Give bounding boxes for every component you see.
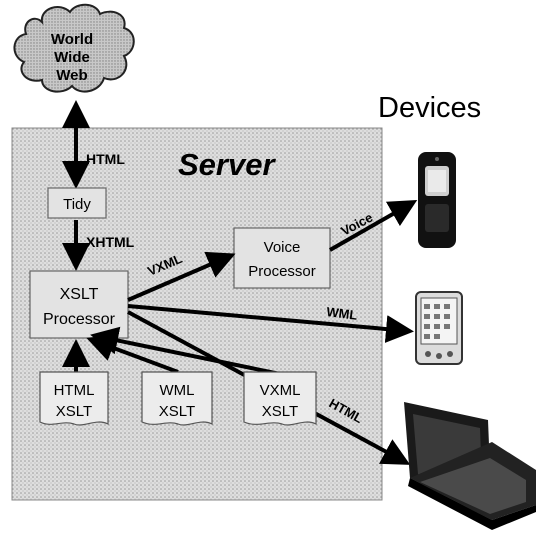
cloud-line-2: Wide	[54, 49, 90, 66]
wml-edge-label: WML	[326, 304, 359, 323]
xslt-pda-arrow	[127, 304, 414, 343]
wml-xslt-line-1: WML	[160, 382, 195, 399]
cloud-line-1: World	[51, 31, 93, 48]
xslt-voice-arrow	[127, 251, 236, 302]
html-xslt-line-1: HTML	[54, 382, 95, 399]
vxml-xslt-line-1: VXML	[260, 382, 301, 399]
html-xslt-doc: HTML XSLT	[39, 371, 109, 426]
vxml-xslt-arrow	[90, 326, 281, 376]
pda-icon	[415, 291, 463, 365]
server-label: Server	[178, 147, 276, 182]
mobile-phone-icon	[418, 152, 456, 248]
html-xslt-line-2: XSLT	[56, 403, 92, 420]
vxml-xslt-line-2: XSLT	[262, 403, 298, 420]
world-wide-web-cloud: World Wide Web	[13, 3, 135, 93]
tidy-label: Tidy	[63, 196, 91, 213]
tidy-xhtml-label: XHTML	[86, 234, 135, 250]
xslt-label-line-2: Processor	[43, 311, 116, 328]
laptop-icon	[404, 402, 536, 530]
xslt-label-line-1: XSLT	[60, 286, 99, 303]
voice-phone-arrow	[329, 200, 418, 252]
cloud-line-3: Web	[56, 67, 87, 84]
tidy-box	[47, 187, 107, 219]
vxml-xslt-doc: VXML XSLT	[243, 371, 317, 426]
www-html-label: HTML	[86, 151, 125, 167]
voice-label-line-2: Processor	[248, 263, 316, 280]
devices-label: Devices	[378, 92, 481, 124]
wml-xslt-line-2: XSLT	[159, 403, 195, 420]
voice-label-line-1: Voice	[264, 239, 301, 256]
wml-xslt-doc: WML XSLT	[141, 371, 213, 426]
